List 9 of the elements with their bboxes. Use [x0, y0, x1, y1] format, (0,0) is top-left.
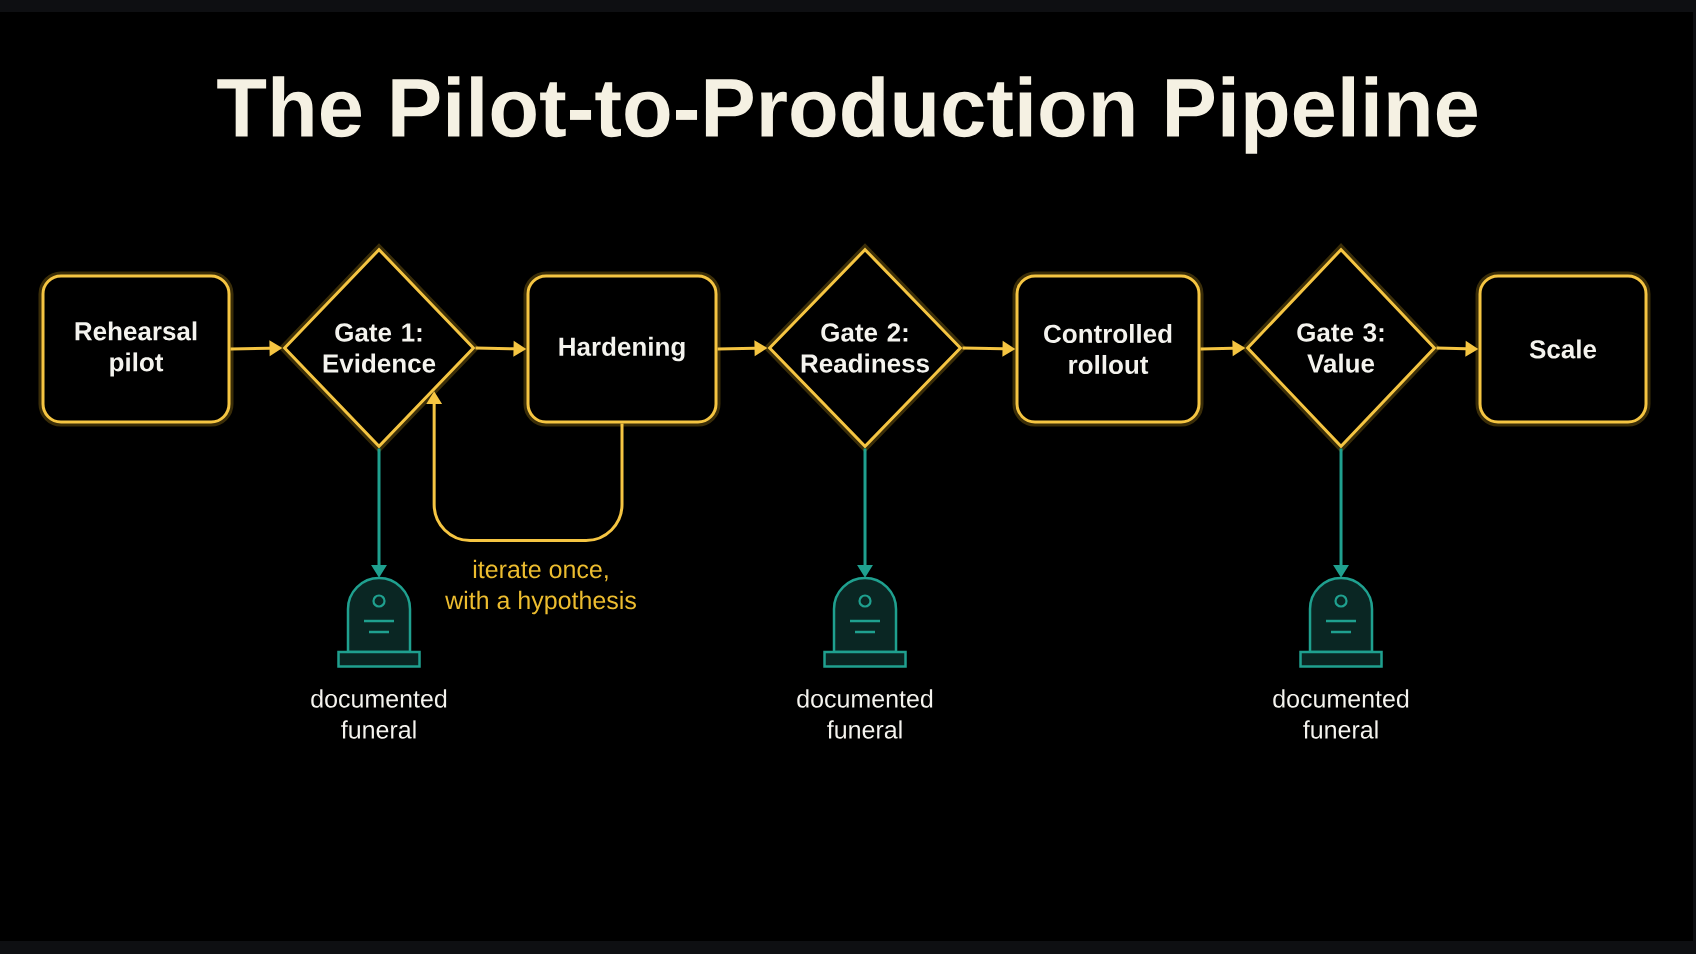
process-box: Rehearsal pilot: [38, 271, 234, 427]
process-box: Controlled rollout: [1012, 271, 1204, 427]
title: The Pilot-to-Production Pipeline: [217, 76, 1477, 154]
node-label: documented funeral: [311, 689, 447, 739]
edge-label: iterate once, with a hypothesis: [437, 557, 645, 617]
node-label: documented funeral: [797, 689, 933, 739]
process-box: Scale: [1475, 271, 1651, 427]
process-box: Hardening: [523, 271, 721, 427]
node-label: documented funeral: [1273, 689, 1409, 739]
